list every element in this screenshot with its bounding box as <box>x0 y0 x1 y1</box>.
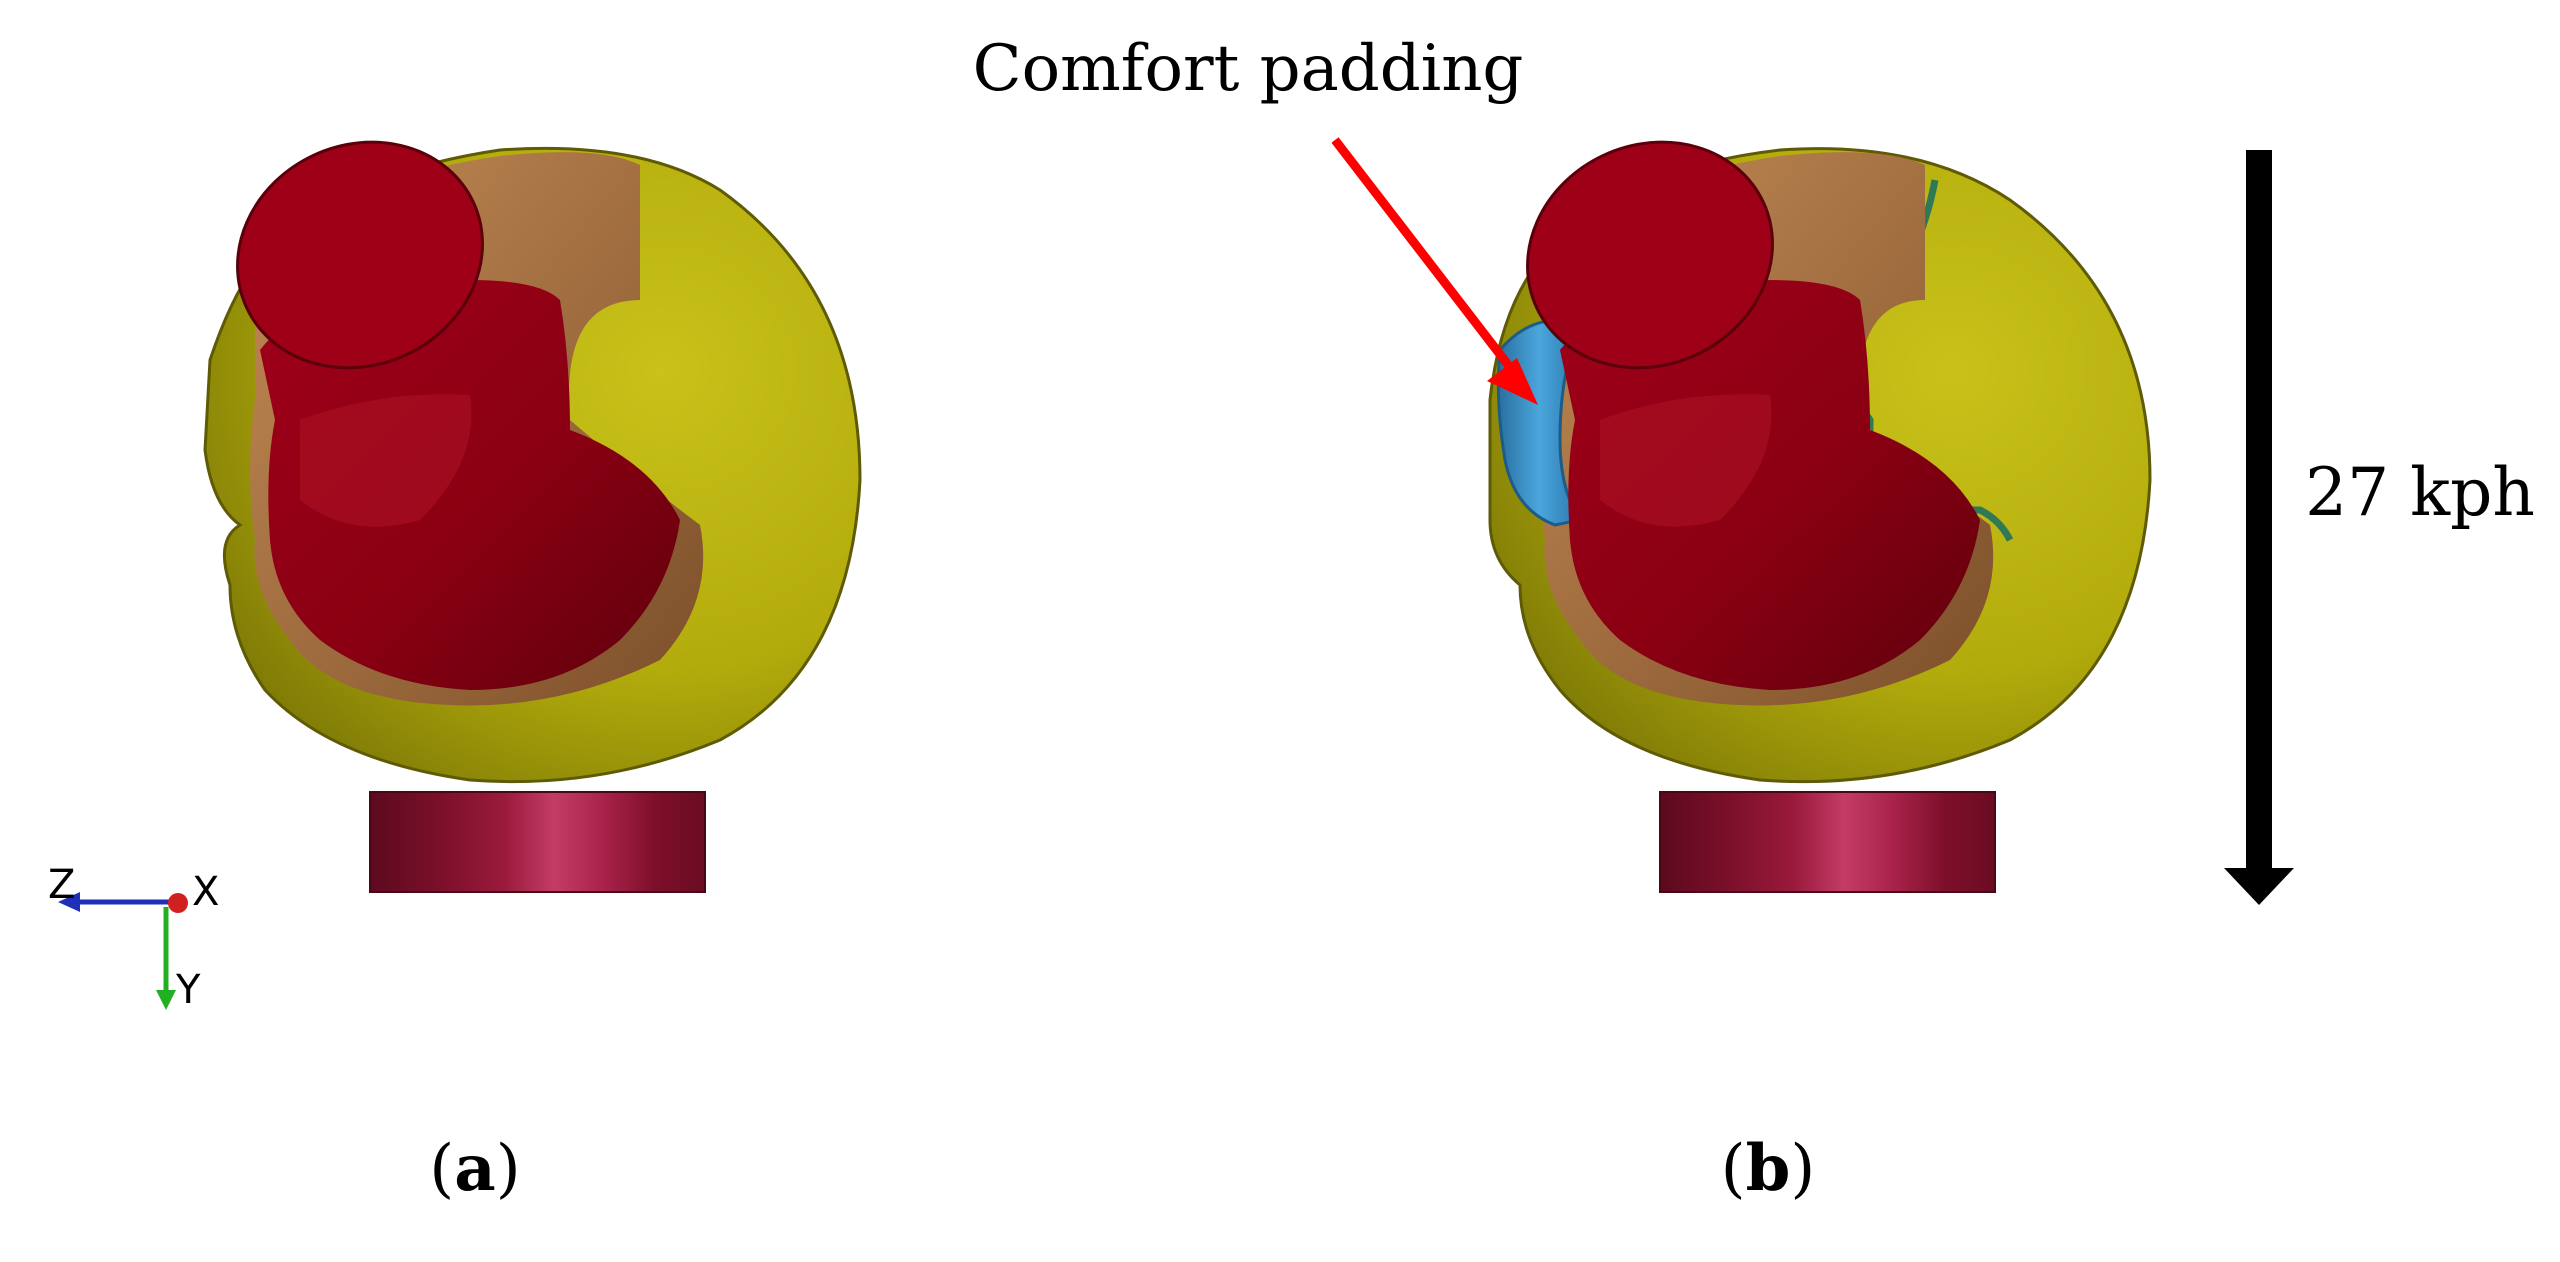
red-arrow-shaft <box>1331 137 1516 373</box>
z-axis-label: Z <box>48 862 75 908</box>
z-axis-arrow <box>58 892 80 912</box>
anvil-b <box>1659 791 1996 893</box>
y-axis-arrow <box>156 990 176 1010</box>
headform-top-a <box>236 140 484 370</box>
comfort-padding-callout: Comfort padding <box>973 32 1538 405</box>
axis-triad: Z X Y <box>48 862 219 1013</box>
helmet-model-b <box>1488 140 2152 893</box>
headform-top-b <box>1526 140 1774 370</box>
velocity-label: 27 kph <box>2305 454 2535 531</box>
y-axis-label: Y <box>175 967 201 1013</box>
x-axis-dot <box>168 893 188 913</box>
red-arrow-head <box>1487 358 1538 405</box>
comfort-padding-label: Comfort padding <box>973 32 1524 106</box>
panel-label-b: (b) <box>1721 1131 1816 1206</box>
helmet-model-a <box>203 140 862 893</box>
headform-b <box>1526 140 1980 690</box>
anvil-a <box>369 791 706 893</box>
velocity-arrow-shaft <box>2246 150 2272 870</box>
velocity-arrow-head <box>2224 868 2294 905</box>
impact-velocity-indicator: 27 kph <box>2224 150 2535 905</box>
headform-a <box>236 140 680 690</box>
x-axis-label: X <box>192 869 219 915</box>
panel-label-a: (a) <box>429 1131 520 1206</box>
